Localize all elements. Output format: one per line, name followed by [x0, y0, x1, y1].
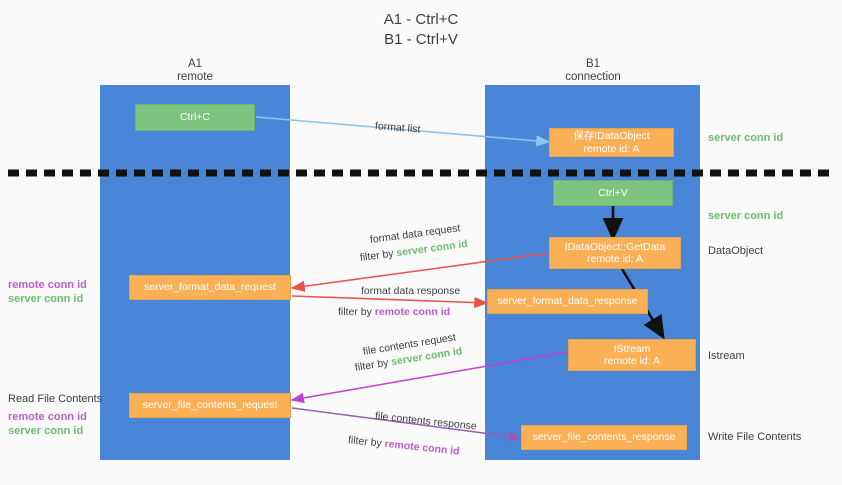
- box-getdata-line2: remote id: A: [586, 253, 644, 265]
- box-istream-line1: IStream: [613, 342, 651, 355]
- annotation-fcresp-filter-value: remote conn id: [383, 437, 461, 458]
- lane-header-a1: A1 remote: [130, 58, 260, 84]
- page-title: A1 - Ctrl+C B1 - Ctrl+V: [0, 10, 842, 50]
- annotation-fdreq-filter-prefix: filter by: [359, 247, 398, 264]
- box-server-format-data-request[interactable]: server_format_data_request: [129, 275, 291, 300]
- box-ctrl-c[interactable]: Ctrl+C: [135, 104, 255, 131]
- lane-b1-name: B1: [585, 58, 601, 70]
- box-istream[interactable]: IStream remote id: A: [568, 339, 696, 371]
- annotation-format-data-response-filter: filter by remote conn id: [338, 306, 450, 319]
- annotation-file-contents-response-filter: filter by remote conn id: [347, 434, 460, 459]
- box-save-idataobject[interactable]: 保存IDataObject remote id: A: [549, 128, 674, 157]
- label-write-file-contents: Write File Contents: [708, 431, 802, 443]
- annotation-format-list: format list: [374, 120, 421, 136]
- title-line-1: A1 - Ctrl+C: [383, 11, 459, 28]
- box-istream-line2: remote id: A: [603, 355, 661, 367]
- lane-header-b1: B1 connection: [528, 58, 658, 84]
- box-save-idataobject-line1: 保存IDataObject: [573, 130, 650, 142]
- box-server-file-contents-request-label: server_file_contents_request: [142, 399, 278, 412]
- label-remote-conn-id-2: remote conn id: [8, 411, 87, 423]
- annotation-fcreq-filter-prefix: filter by: [353, 356, 393, 374]
- annotation-fcresp-filter-prefix: filter by: [347, 434, 386, 450]
- box-ctrl-c-label: Ctrl+C: [179, 111, 211, 124]
- label-dataobject: DataObject: [708, 245, 764, 257]
- label-server-conn-id-2: server conn id: [8, 424, 84, 437]
- annotation-file-contents-response: file contents response: [374, 410, 478, 433]
- lane-b1-sub: connection: [565, 71, 621, 83]
- annotation-fdresp-filter-value: remote conn id: [374, 306, 451, 318]
- box-server-file-contents-response[interactable]: server_file_contents_response: [521, 425, 687, 450]
- label-group-conn-ids-1: remote conn id server conn id: [8, 279, 87, 306]
- box-server-format-data-response-label: server_format_data_response: [497, 295, 638, 308]
- box-ctrl-v[interactable]: Ctrl+V: [553, 180, 673, 206]
- label-read-file-contents: Read File Contents: [8, 393, 103, 405]
- box-ctrl-v-label: Ctrl+V: [598, 186, 628, 199]
- annotation-format-data-response: format data response: [361, 285, 461, 297]
- box-idataobject-getdata[interactable]: IDataObject::GetData remote id: A: [549, 237, 681, 269]
- lane-a1-sub: remote: [177, 71, 213, 83]
- label-istream: Istream: [708, 350, 745, 362]
- box-server-file-contents-response-label: server_file_contents_response: [532, 431, 676, 444]
- label-server-conn-id-top: server conn id: [708, 132, 784, 144]
- box-server-format-data-response[interactable]: server_format_data_response: [487, 289, 648, 314]
- label-group-conn-ids-2: remote conn id server conn id: [8, 411, 87, 438]
- annotation-fdresp-filter-prefix: filter by: [338, 306, 375, 318]
- label-remote-conn-id-1: remote conn id: [8, 279, 87, 291]
- box-server-format-data-request-label: server_format_data_request: [144, 281, 276, 294]
- lane-a1-name: A1: [187, 58, 203, 70]
- box-server-file-contents-request[interactable]: server_file_contents_request: [129, 393, 291, 418]
- title-line-2: B1 - Ctrl+V: [384, 31, 458, 48]
- box-save-idataobject-line2: remote id: A: [583, 142, 640, 155]
- box-getdata-line1: IDataObject::GetData: [564, 240, 666, 253]
- label-server-conn-id-mid: server conn id: [708, 210, 784, 222]
- label-server-conn-id-1: server conn id: [8, 292, 84, 305]
